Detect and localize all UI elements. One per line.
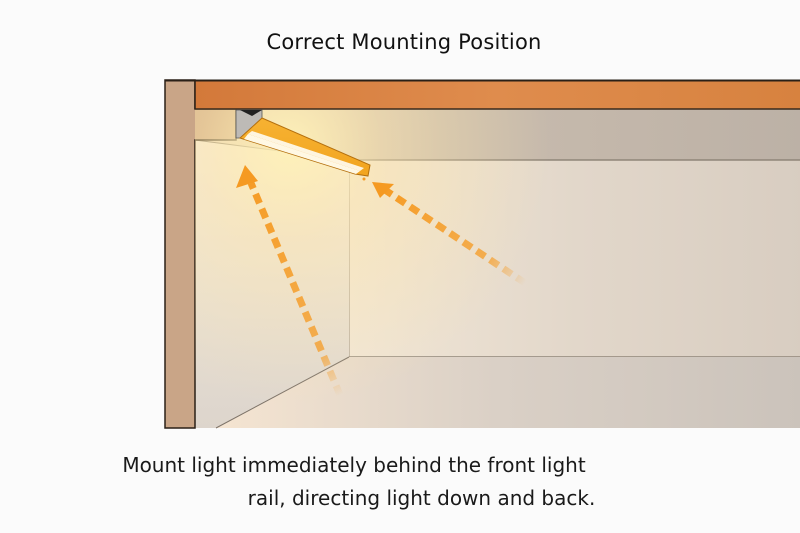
arrow-from-back-wall <box>362 177 527 286</box>
arrowhead-icon <box>372 182 394 198</box>
caption-line-1: Mount light immediately behind the front… <box>122 453 586 477</box>
diagram-title: Correct Mounting Position <box>266 30 542 54</box>
front-light-rail <box>165 79 800 110</box>
diagram-caption: Mount light immediately behind the front… <box>0 449 800 515</box>
arrowhead-icon <box>236 165 258 188</box>
caption-line-2: rail, directing light down and back. <box>247 486 596 510</box>
led-light-fixture <box>235 109 371 177</box>
arrow-from-floor <box>236 165 344 397</box>
